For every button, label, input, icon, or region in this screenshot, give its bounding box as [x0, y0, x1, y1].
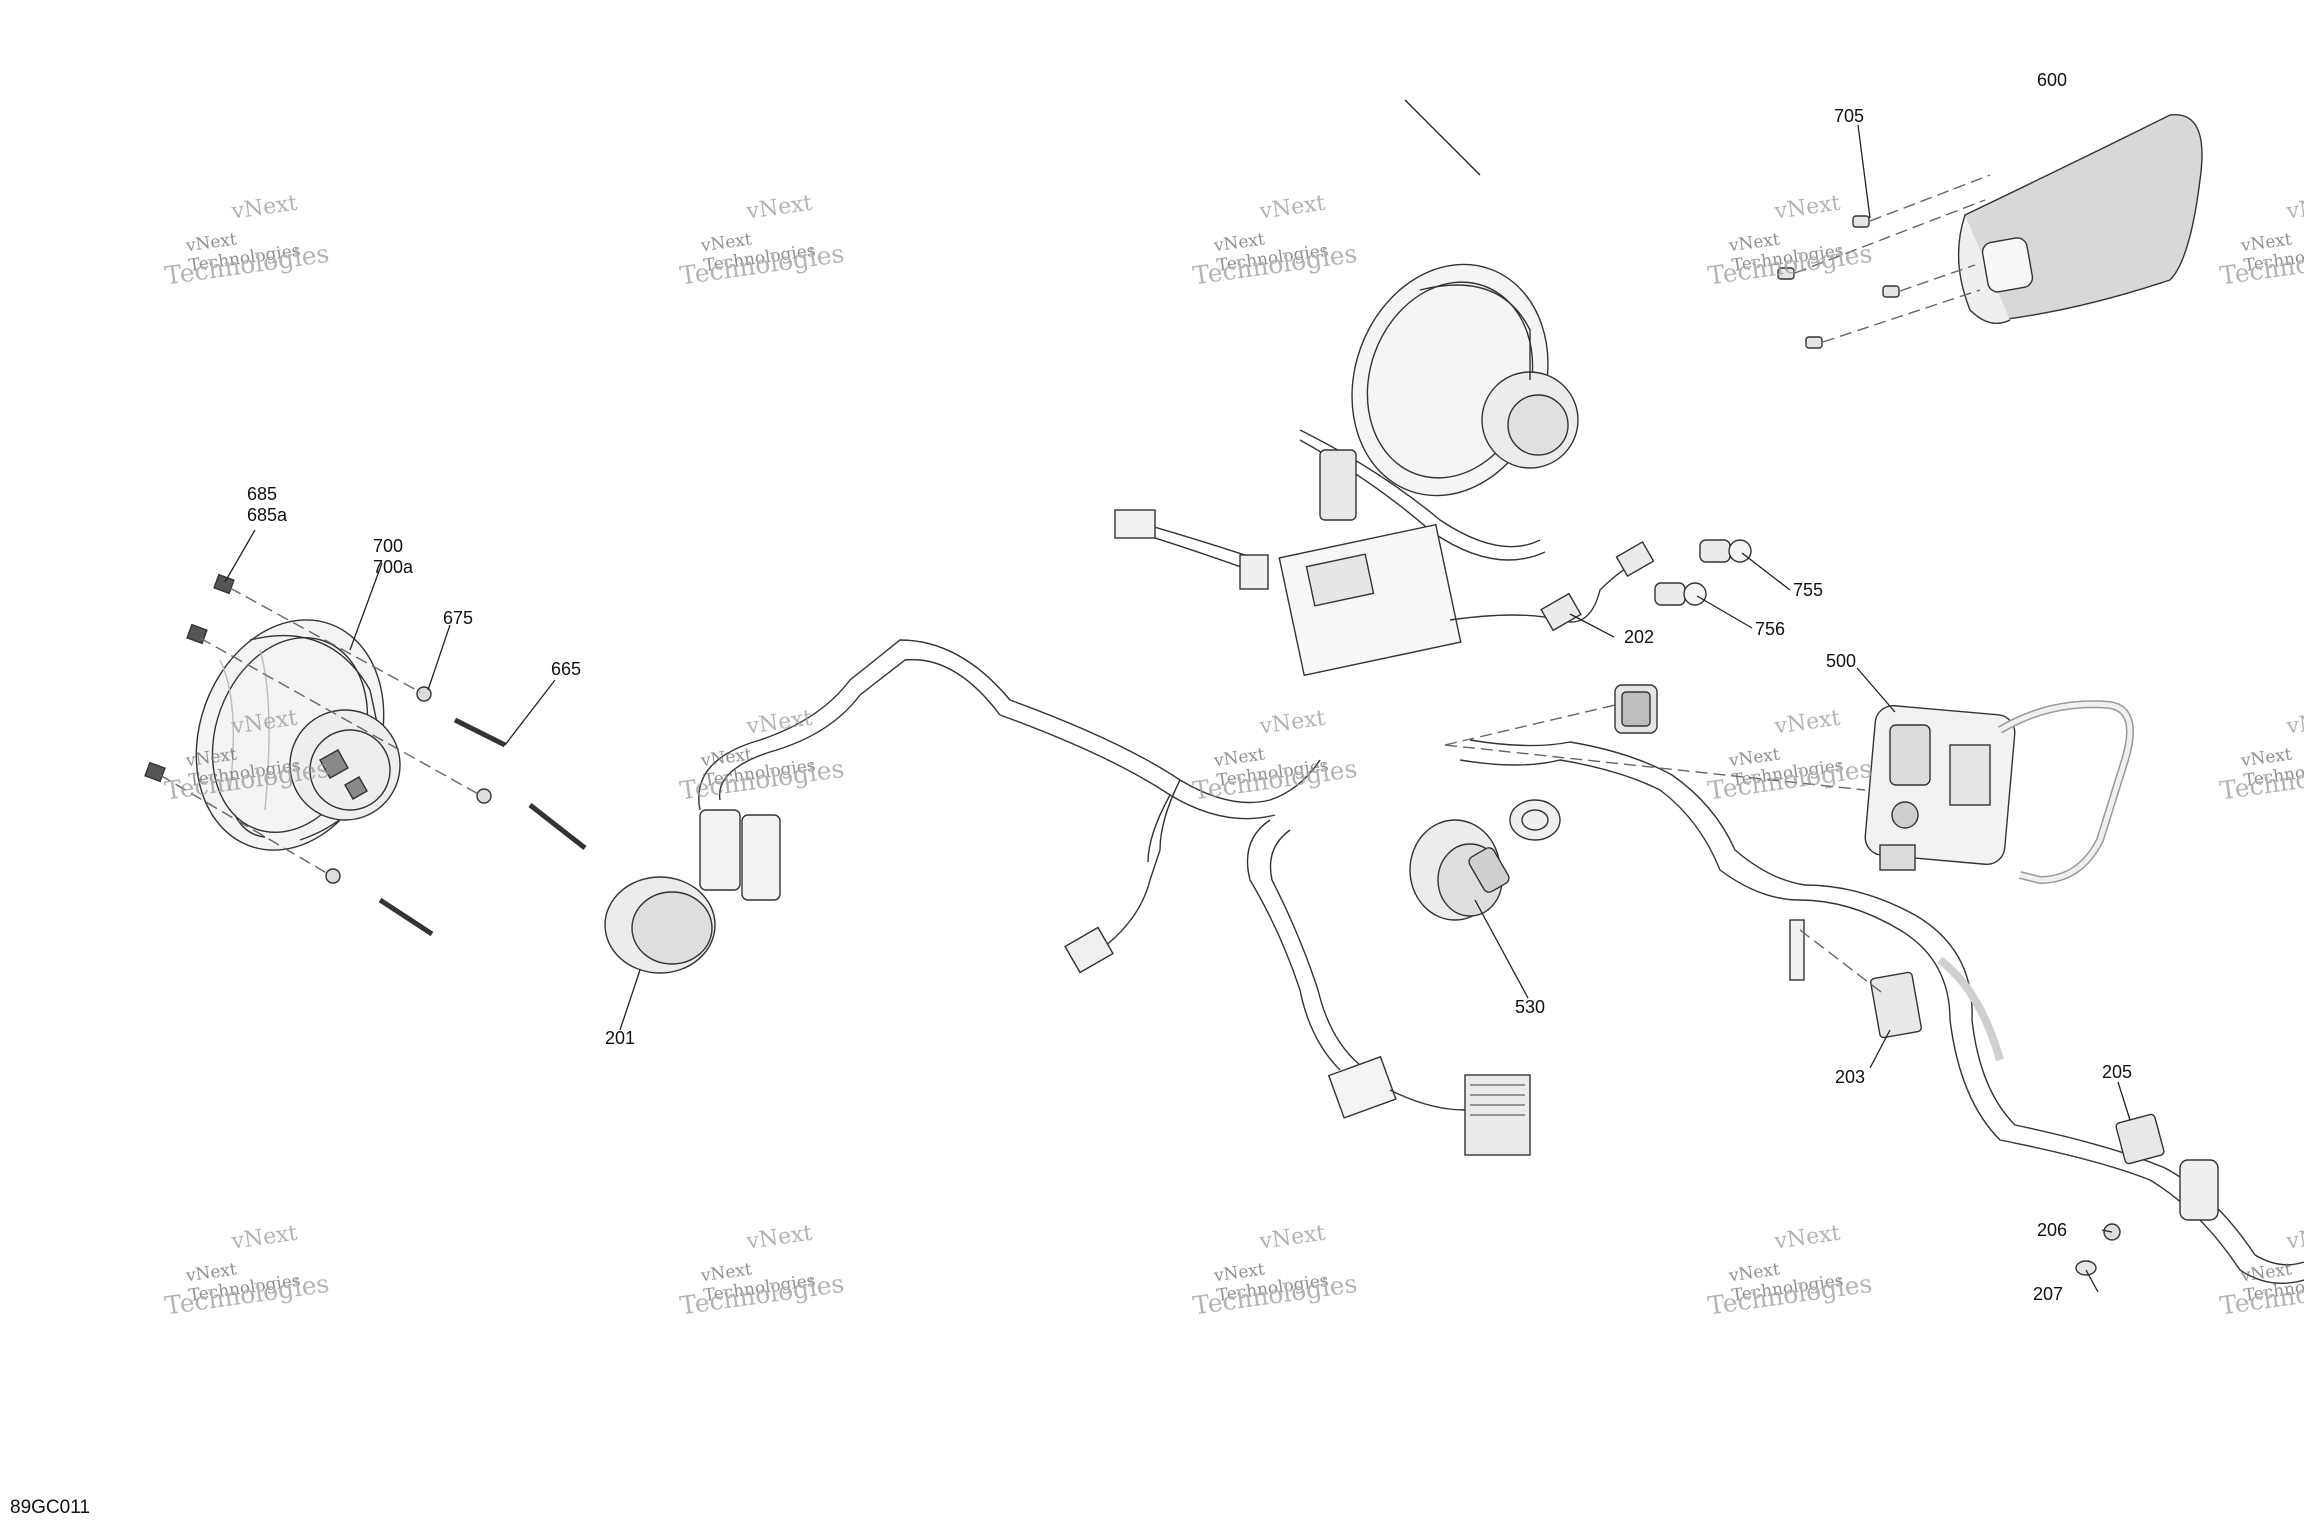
callout-201: 201 — [605, 1028, 636, 1048]
screws-705 — [1777, 215, 1900, 349]
connectors-202 — [1449, 541, 1655, 632]
leader-dashes-left — [159, 587, 481, 876]
callout-202: 202 — [1624, 627, 1655, 647]
callout-685: 685 685a — [247, 484, 288, 525]
mount-203 — [1789, 919, 1922, 1039]
callout-206: 206 — [2037, 1220, 2068, 1240]
figure-code: 89GC011 — [10, 1497, 90, 1518]
bolts-665 — [325, 686, 587, 937]
callout-203: 203 — [1835, 1067, 1866, 1087]
screws-685 — [144, 573, 235, 783]
wiring-harness — [999, 699, 2304, 1285]
callout-675: 675 — [443, 608, 474, 628]
socket — [1614, 684, 1658, 734]
bulbs-755-756 — [1654, 539, 1752, 606]
callout-700: 700 700a — [373, 536, 414, 577]
callout-756: 756 — [1755, 619, 1786, 639]
callout-207: 207 — [2033, 1284, 2064, 1304]
switch-500 — [1864, 700, 2134, 885]
callout-665: 665 — [551, 659, 582, 679]
callout-530: 530 — [1515, 997, 1546, 1017]
headlamp-center — [1114, 263, 1579, 677]
callout-500: 500 — [1826, 651, 1857, 671]
horn-201 — [604, 639, 1011, 974]
cover-600 — [1957, 114, 2203, 324]
callout-205: 205 — [2102, 1062, 2133, 1082]
callout-leaders — [224, 99, 2131, 1293]
clip-205 — [2075, 1113, 2219, 1276]
headlamp-left — [195, 619, 401, 851]
sensor-530 — [1409, 799, 1561, 921]
callout-705: 705 — [1834, 106, 1865, 126]
callout-600: 600 — [2037, 70, 2068, 90]
callout-755: 755 — [1793, 580, 1824, 600]
leader-dashes-cover — [1444, 174, 1991, 996]
